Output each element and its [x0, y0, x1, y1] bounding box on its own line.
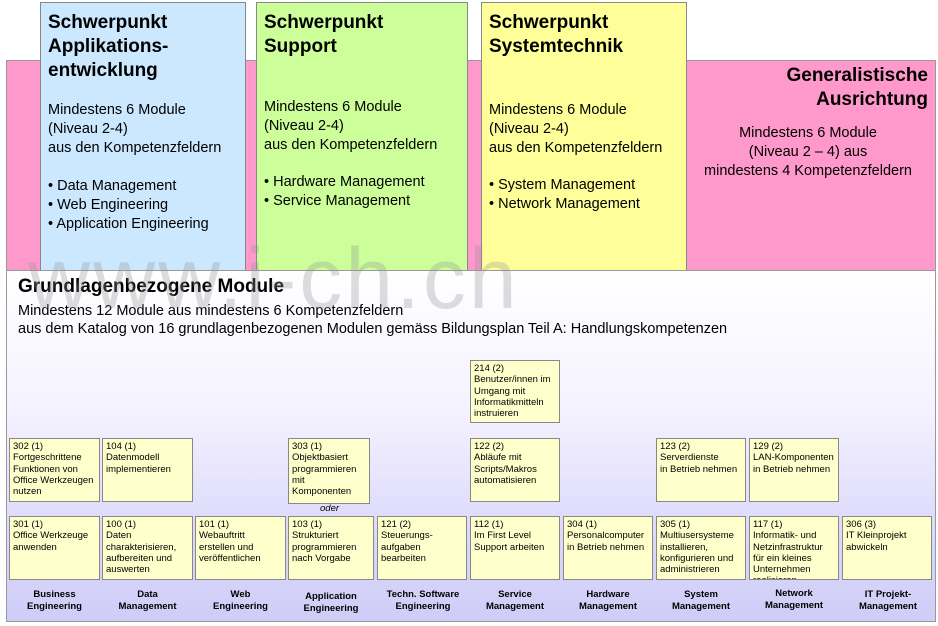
- module-text: LAN-Komponenten in Betrieb nehmen: [753, 452, 834, 475]
- base-description-line1: Mindestens 12 Module aus mindestens 6 Ko…: [18, 303, 404, 319]
- list-item: Web Engineering: [48, 196, 237, 215]
- module-122: 122 (2)Abläufe mit Scripts/Makros automa…: [470, 438, 560, 502]
- module-text: Webauftritt erstellen und veröffentliche…: [199, 530, 261, 564]
- module-112: 112 (1)Im First Level Support arbeiten: [470, 516, 560, 580]
- module-301: 301 (1)Office Werkzeuge anwenden: [9, 516, 100, 580]
- category-service-management: Service Management: [485, 589, 545, 612]
- category-business-engineering: Business Engineering: [27, 589, 82, 612]
- module-code: 306 (3): [846, 519, 877, 530]
- category-techn-software-engineering: Techn. Software Engineering: [386, 589, 460, 612]
- column-systemtechnik: Schwerpunkt Systemtechnik Mindestens 6 M…: [481, 2, 687, 272]
- list-item: Hardware Management: [264, 173, 459, 192]
- category-system-management: System Management: [671, 589, 731, 612]
- module-text: Strukturiert programmieren nach Vorgabe: [292, 530, 357, 564]
- module-code: 302 (1): [13, 441, 44, 452]
- module-code: 104 (1): [106, 441, 137, 452]
- module-104: 104 (1)Datenmodell implementieren: [102, 438, 193, 502]
- module-text: Datenmodell implementieren: [106, 452, 171, 475]
- module-text: Fortgeschrittene Funktionen von Office W…: [13, 452, 94, 498]
- module-code: 103 (1): [292, 519, 323, 530]
- module-code: 129 (2): [753, 441, 784, 452]
- category-it-projekt-management: IT Projekt- Management: [858, 589, 918, 612]
- module-text: Personalcomputer in Betrieb nehmen: [567, 530, 645, 553]
- column-description: Mindestens 6 Module (Niveau 2-4) aus den…: [264, 99, 438, 153]
- module-text: Serverdienste in Betrieb nehmen: [660, 452, 738, 475]
- module-code: 122 (2): [474, 441, 505, 452]
- generalist-description: Mindestens 6 Module (Niveau 2 – 4) aus m…: [704, 125, 912, 179]
- module-code: 123 (2): [660, 441, 691, 452]
- module-code: 100 (1): [106, 519, 137, 530]
- category-application-engineering: Application Engineering: [303, 591, 359, 614]
- module-text: Office Werkzeuge anwenden: [13, 530, 89, 553]
- module-121: 121 (2)Steuerungs- aufgaben bearbeiten: [377, 516, 467, 580]
- oder-label: oder: [320, 503, 340, 514]
- module-123: 123 (2)Serverdienste in Betrieb nehmen: [656, 438, 746, 502]
- generalist-title: Generalistische Ausrichtung: [786, 65, 928, 110]
- list-item: Data Management: [48, 177, 237, 196]
- module-text: Multiusersysteme installieren, konfiguri…: [660, 530, 734, 576]
- column-title: Schwerpunkt Systemtechnik: [489, 12, 624, 57]
- category-network-management: Network Management: [764, 588, 824, 611]
- base-title: Grundlagenbezogene Module: [18, 276, 285, 297]
- module-text: Abläufe mit Scripts/Makros automatisiere…: [474, 452, 537, 486]
- module-304: 304 (1)Personalcomputer in Betrieb nehme…: [563, 516, 653, 580]
- module-text: Benutzer/innen im Umgang mit Informatikm…: [474, 374, 551, 420]
- module-103: 103 (1)Strukturiert programmieren nach V…: [288, 516, 374, 580]
- column-title: Schwerpunkt Applikations- entwicklung: [48, 12, 169, 81]
- column-title: Schwerpunkt Support: [264, 12, 384, 57]
- module-text: IT Kleinprojekt abwickeln: [846, 530, 907, 553]
- module-303: 303 (1)Objektbasiert programmieren mit K…: [288, 438, 370, 504]
- module-306: 306 (3)IT Kleinprojekt abwickeln: [842, 516, 932, 580]
- module-100: 100 (1)Daten charakterisieren, aufbereit…: [102, 516, 193, 580]
- module-text: Im First Level Support arbeiten: [474, 530, 545, 553]
- module-text: Informatik- und Netzinfrastruktur für ei…: [753, 530, 823, 579]
- column-description: Mindestens 6 Module (Niveau 2-4) aus den…: [48, 102, 222, 156]
- module-101: 101 (1)Webauftritt erstellen und veröffe…: [195, 516, 286, 580]
- module-code: 101 (1): [199, 519, 230, 530]
- column-support: Schwerpunkt Support Mindestens 6 Module …: [256, 2, 468, 272]
- list-item: Service Management: [264, 192, 459, 211]
- module-code: 301 (1): [13, 519, 44, 530]
- module-code: 305 (1): [660, 519, 691, 530]
- module-text: Daten charakterisieren, aufbereiten und …: [106, 530, 177, 576]
- category-data-management: Data Management: [118, 589, 177, 612]
- module-305: 305 (1)Multiusersysteme installieren, ko…: [656, 516, 746, 580]
- list-item: System Management: [489, 176, 678, 195]
- column-list: Hardware Management Service Management: [264, 173, 459, 211]
- column-list: System Management Network Management: [489, 176, 678, 214]
- module-code: 303 (1): [292, 441, 323, 452]
- module-code: 117 (1): [753, 519, 783, 530]
- category-web-engineering: Web Engineering: [213, 589, 268, 612]
- module-129: 129 (2)LAN-Komponenten in Betrieb nehmen: [749, 438, 839, 502]
- module-text: Steuerungs- aufgaben bearbeiten: [381, 530, 433, 564]
- module-214: 214 (2)Benutzer/innen im Umgang mit Info…: [470, 360, 560, 423]
- list-item: Application Engineering: [48, 215, 237, 234]
- base-description-line2: aus dem Katalog von 16 grundlagenbezogen…: [18, 321, 728, 337]
- module-117: 117 (1)Informatik- und Netzinfrastruktur…: [749, 516, 839, 580]
- module-code: 112 (1): [474, 519, 504, 530]
- column-list: Data Management Web Engineering Applicat…: [48, 177, 237, 234]
- column-applikationsentwicklung: Schwerpunkt Applikations- entwicklung Mi…: [40, 2, 246, 272]
- category-hardware-management: Hardware Management: [578, 589, 638, 612]
- module-text: Objektbasiert programmieren mit Komponen…: [292, 452, 357, 498]
- module-302: 302 (1)Fortgeschrittene Funktionen von O…: [9, 438, 100, 502]
- module-code: 121 (2): [381, 519, 412, 530]
- column-description: Mindestens 6 Module (Niveau 2-4) aus den…: [489, 102, 663, 156]
- list-item: Network Management: [489, 195, 678, 214]
- module-code: 214 (2): [474, 363, 505, 374]
- generalist-block: Generalistische Ausrichtung Mindestens 6…: [688, 64, 928, 181]
- module-code: 304 (1): [567, 519, 598, 530]
